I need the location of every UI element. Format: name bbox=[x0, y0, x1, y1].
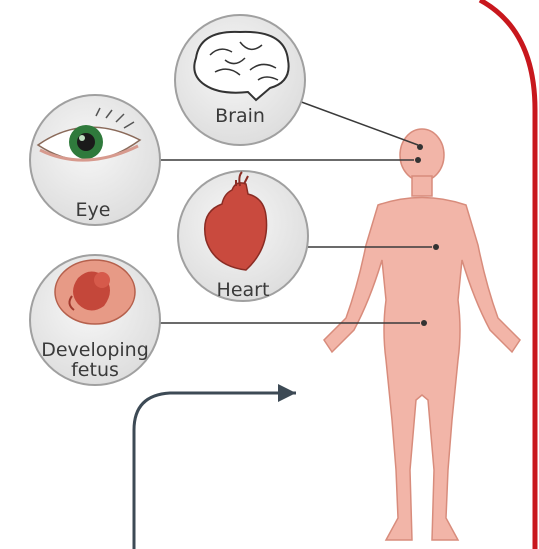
heart-point-dot bbox=[433, 244, 439, 250]
eye-point-dot bbox=[415, 157, 421, 163]
flow-arrow bbox=[134, 393, 296, 549]
fetus-icon bbox=[55, 260, 135, 324]
fetus-point-dot bbox=[421, 320, 427, 326]
heart-label: Heart bbox=[203, 280, 283, 300]
red-border-curve bbox=[480, 0, 535, 549]
eye-label: Eye bbox=[58, 200, 128, 220]
brain-leader-line bbox=[296, 100, 418, 145]
fetus-label-line1: Developing bbox=[30, 340, 160, 360]
brain-label: Brain bbox=[200, 106, 280, 126]
human-body-figure bbox=[324, 129, 520, 540]
fetus-label-line2: fetus bbox=[45, 360, 145, 380]
